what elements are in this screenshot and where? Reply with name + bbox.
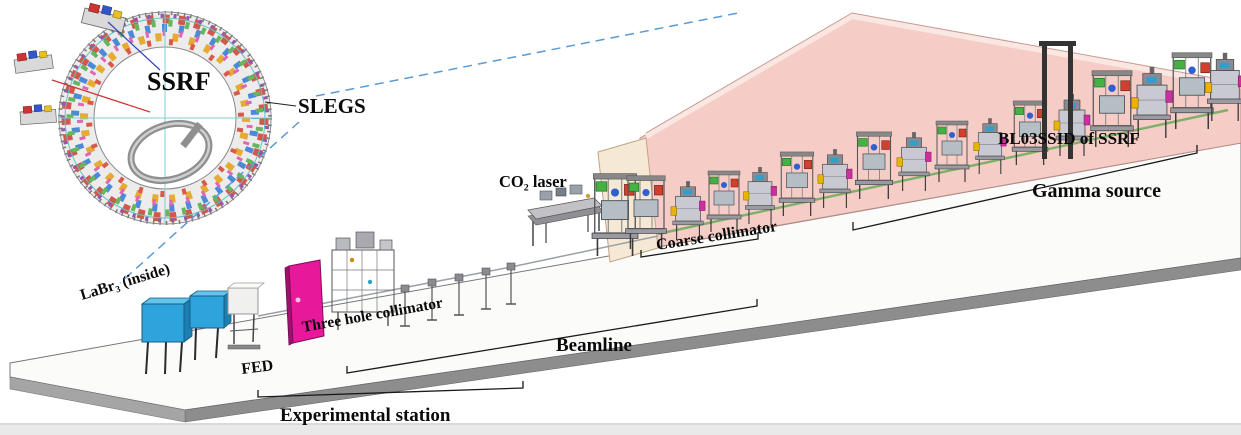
slegs-label: SLEGS (298, 94, 366, 118)
bracket-gamma-source (852, 145, 1198, 231)
bracket-coarse-collimator (640, 232, 759, 258)
fed-label: FED (240, 357, 274, 378)
hutch-equipment (670, 41, 1241, 241)
detector-white-box (227, 282, 265, 350)
co2-laser-label: CO₂ laser (499, 172, 567, 191)
expansion-dashed-line-lower (119, 121, 300, 284)
floor-strip (0, 423, 1241, 435)
gantry-frame (1039, 41, 1076, 159)
co2-laser-table (527, 184, 605, 246)
bracket-beamline (346, 299, 758, 374)
beam-pipe (510, 235, 659, 268)
transfer-line-red (51, 79, 151, 113)
gamma-source-label: Gamma source (1032, 180, 1161, 202)
bl03ssid-label: BL03SSID of SSRF (998, 129, 1140, 148)
slegs-leader-line (264, 101, 297, 107)
platform-left-edge (9, 376, 186, 423)
ssrf-ring-diagram (12, 0, 272, 225)
ssrf-ring-label: SSRF (147, 67, 211, 96)
beamline-label: Beamline (556, 335, 632, 356)
bracket-experimental-station (257, 381, 524, 398)
injection-cluster-left2 (19, 103, 57, 126)
experimental-station-label: Experimental station (280, 405, 451, 426)
fed-magenta-panel (284, 259, 325, 346)
transfer-line-blue (107, 21, 161, 71)
expansion-dashed-line-upper (315, 12, 739, 97)
three-hole-collimator (331, 231, 395, 330)
booster-ring (127, 120, 213, 184)
hutch-wall-top-edge (644, 12, 1241, 139)
